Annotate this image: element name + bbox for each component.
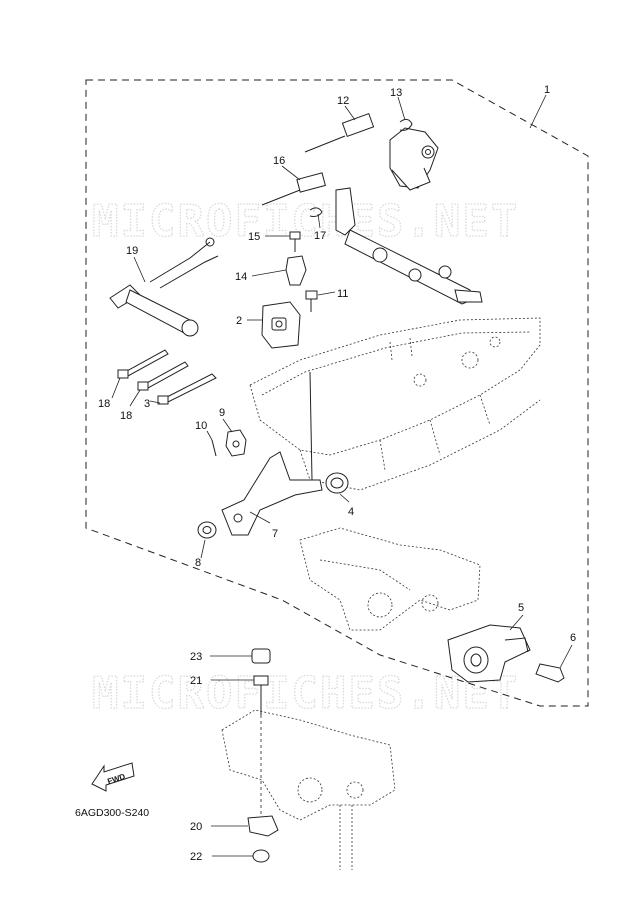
pin-10: [211, 439, 217, 457]
callout-18b: 18: [120, 410, 132, 422]
grommet-8: [197, 521, 217, 539]
throttle-cable-end: [261, 172, 326, 206]
callout-3: 3: [144, 398, 150, 410]
callout-1: 1: [544, 84, 550, 96]
callout-16: 16: [273, 155, 285, 167]
fwd-arrow-icon: FWD: [91, 762, 135, 792]
clip-17: [309, 207, 323, 217]
callout-20: 20: [190, 821, 202, 833]
callout-19: 19: [126, 245, 138, 257]
stop-switch-19: [109, 237, 219, 337]
clip-13: [399, 118, 413, 131]
callout-17: 17: [314, 230, 326, 242]
plate-20: [247, 815, 279, 837]
bracket-2: [261, 301, 301, 349]
bolt-6: [535, 663, 565, 683]
callout-5: 5: [518, 602, 524, 614]
swivel-bracket-ghost-upper: [299, 527, 481, 631]
callout-4: 4: [348, 506, 354, 518]
callout-9: 9: [219, 407, 225, 419]
bolt-15: [289, 231, 301, 252]
callout-18a: 18: [98, 398, 110, 410]
callout-23: 23: [190, 651, 202, 663]
holder-14: [285, 255, 307, 286]
drawing-code: 6AGD300-S240: [75, 807, 149, 819]
bracket-5: [447, 624, 531, 683]
shift-linkage: [335, 127, 483, 305]
callout-2: 2: [236, 315, 242, 327]
bolt-11: [305, 290, 318, 312]
callout-10: 10: [195, 420, 207, 432]
callout-21: 21: [190, 675, 202, 687]
watermark-top: MICROFICHES.NET: [92, 196, 519, 247]
callout-22: 22: [190, 851, 202, 863]
shift-cable-end: [304, 112, 375, 153]
cap-23: [251, 648, 271, 664]
watermark-bottom: MICROFICHES.NET: [92, 668, 519, 719]
callout-6: 6: [570, 632, 576, 644]
leader-lines: [111, 94, 573, 857]
callout-8: 8: [195, 557, 201, 569]
callout-14: 14: [235, 271, 247, 283]
clamp-9: [225, 429, 247, 457]
nut-22: [252, 849, 270, 863]
bottom-cowling-ghost: [249, 317, 541, 491]
callout-11: 11: [337, 288, 348, 300]
callout-12: 12: [337, 95, 349, 107]
swivel-bracket-ghost-lower: [221, 709, 396, 870]
callout-7: 7: [272, 528, 278, 540]
callout-13: 13: [390, 87, 402, 99]
grommet-4: [325, 472, 349, 494]
bracket-7: [221, 371, 323, 536]
callout-15: 15: [248, 231, 260, 243]
bolt-21: [253, 675, 269, 715]
cable-ties: [117, 349, 217, 405]
assembly-boundary: [85, 79, 589, 707]
